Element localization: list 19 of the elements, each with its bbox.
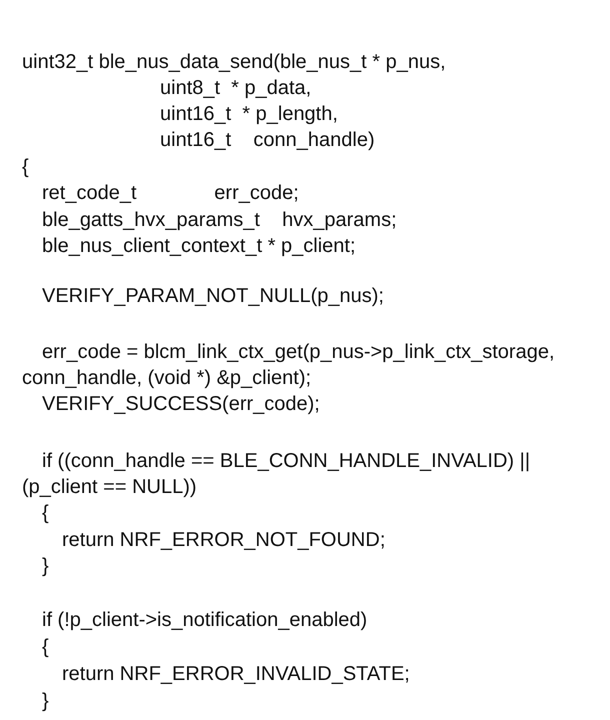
code-line: ble_nus_client_context_t * p_client; [42, 234, 356, 259]
code-line: uint8_t * p_data, [160, 76, 312, 101]
code-line: uint16_t conn_handle) [160, 128, 375, 153]
code-line: VERIFY_PARAM_NOT_NULL(p_nus); [42, 284, 384, 309]
code-line: ret_code_t err_code; [42, 181, 299, 206]
code-line: } [42, 554, 49, 579]
code-line: if ((conn_handle == BLE_CONN_HANDLE_INVALID) || (p_client == NULL)) [22, 449, 532, 500]
code-line: ble_gatts_hvx_params_t hvx_params; [42, 208, 397, 233]
code-line: VERIFY_SUCCESS(err_code); [42, 392, 320, 417]
code-line: err_code = blcm_link_ctx_get(p_nus->p_link_ctx_storage, conn_handle, (void *) &p_client); [22, 340, 556, 391]
code-line: } [42, 689, 49, 714]
code-line: return NRF_ERROR_INVALID_STATE; [62, 662, 410, 687]
code-line: if (!p_client->is_notification_enabled) [42, 608, 368, 633]
code-line: { [22, 155, 29, 180]
code-line: uint32_t ble_nus_data_send(ble_nus_t * p_nus, [22, 50, 446, 75]
code-line: { [42, 501, 49, 526]
code-line: { [42, 635, 49, 660]
code-line: return NRF_ERROR_NOT_FOUND; [62, 528, 386, 553]
code-line: uint16_t * p_length, [160, 102, 338, 127]
